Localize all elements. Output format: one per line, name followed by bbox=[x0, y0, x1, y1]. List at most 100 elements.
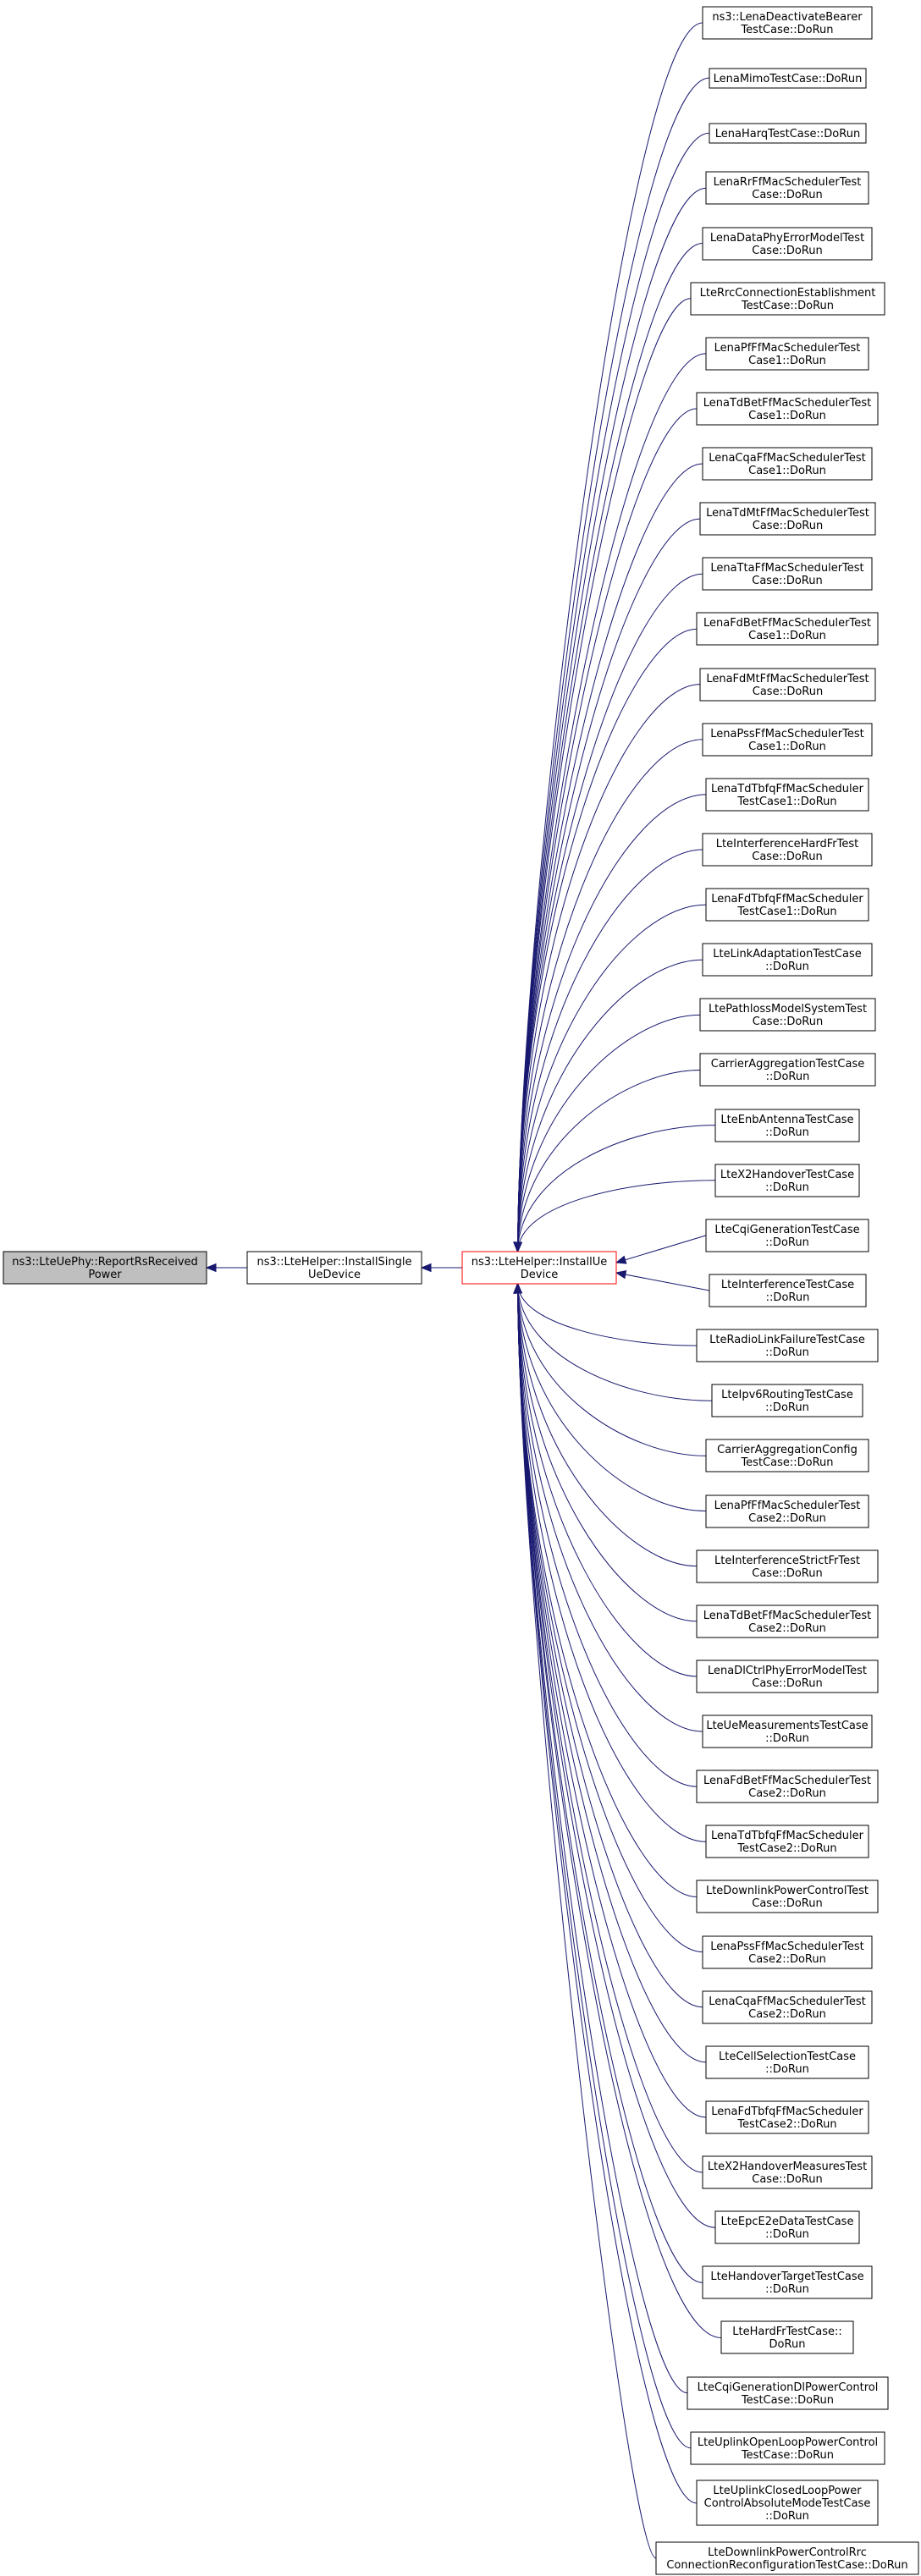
caller-node-label: ::DoRun bbox=[765, 2228, 809, 2241]
caller-node-label: Case::DoRun bbox=[752, 245, 822, 257]
root-node-label: Power bbox=[88, 1269, 122, 1281]
caller-node-label: LenaCqaFfMacSchedulerTest bbox=[709, 452, 866, 465]
caller-node[interactable]: LteCellSelectionTestCase::DoRun bbox=[705, 2045, 869, 2079]
caller-node-label: ::DoRun bbox=[765, 1126, 809, 1139]
caller-node-label: Case1::DoRun bbox=[748, 630, 826, 642]
caller-node[interactable]: LteRrcConnectionEstablishmentTestCase::D… bbox=[690, 282, 885, 316]
caller-node[interactable]: LteLinkAdaptationTestCase::DoRun bbox=[702, 943, 873, 977]
caller-edge bbox=[517, 1283, 692, 2449]
caller-node-label: TestCase1::DoRun bbox=[736, 905, 836, 918]
caller-node[interactable]: LteEnbAntennaTestCase::DoRun bbox=[714, 1109, 860, 1142]
caller-node-label: LenaFdMtFfMacSchedulerTest bbox=[706, 673, 869, 685]
caller-node-label: LenaFdTbfqFfMacScheduler bbox=[711, 893, 863, 905]
caller-edge bbox=[517, 1283, 698, 1346]
caller-edge bbox=[517, 1283, 698, 1622]
caller-node-label: ::DoRun bbox=[765, 1346, 809, 1359]
caller-node[interactable]: LteEpcE2eDataTestCase::DoRun bbox=[714, 2210, 860, 2244]
caller-node-box bbox=[705, 778, 869, 812]
caller-node-label: LteLinkAdaptationTestCase bbox=[713, 948, 861, 960]
caller-node[interactable]: LteDownlinkPowerControlRrcConnectionReco… bbox=[655, 2541, 919, 2575]
caller-node[interactable]: LteInterferenceTestCase::DoRun bbox=[709, 1274, 867, 1307]
arrowhead-middle bbox=[420, 1263, 432, 1273]
caller-node-label: LteUplinkClosedLoopPower bbox=[713, 2485, 862, 2497]
caller-node-box bbox=[696, 2480, 879, 2526]
caller-edge bbox=[517, 1014, 701, 1252]
caller-node-label: LteRrcConnectionEstablishment bbox=[700, 287, 876, 300]
caller-node-label: DoRun bbox=[769, 2338, 806, 2351]
caller-node-label: LenaCqaFfMacSchedulerTest bbox=[709, 1995, 866, 2008]
caller-node[interactable]: LteUplinkOpenLoopPowerControlTestCase::D… bbox=[690, 2431, 885, 2465]
caller-node-label: TestCase::DoRun bbox=[740, 1456, 833, 1469]
caller-edge bbox=[517, 573, 703, 1252]
caller-edge bbox=[517, 1283, 707, 2118]
caller-node-box bbox=[705, 1439, 869, 1472]
caller-node[interactable]: CarrierAggregationTestCase::DoRun bbox=[699, 1053, 876, 1087]
caller-node[interactable]: LteHandoverTargetTestCase::DoRun bbox=[702, 2265, 873, 2299]
caller-node[interactable]: LteRadioLinkFailureTestCase::DoRun bbox=[696, 1329, 879, 1362]
caller-node[interactable]: LenaMimoTestCase::DoRun bbox=[709, 68, 867, 89]
caller-edge bbox=[517, 1283, 688, 2394]
caller-node-box bbox=[696, 392, 879, 426]
caller-node[interactable]: LteIpv6RoutingTestCase::DoRun bbox=[711, 1384, 863, 1417]
caller-node[interactable]: LteCqiGenerationDlPowerControlTestCase::… bbox=[687, 2376, 889, 2410]
caller-arrowhead bbox=[513, 1282, 522, 1294]
caller-node[interactable]: LteCqiGenerationTestCase::DoRun bbox=[705, 1219, 869, 1252]
caller-node[interactable]: LenaHarqTestCase::DoRun bbox=[709, 123, 867, 144]
caller-node[interactable]: LteX2HandoverTestCase::DoRun bbox=[714, 1164, 860, 1197]
caller-node-label: LteUeMeasurementsTestCase bbox=[706, 1720, 868, 1732]
caller-node-box bbox=[711, 1384, 863, 1417]
root-node-box bbox=[3, 1251, 207, 1285]
caller-node[interactable]: LteUeMeasurementsTestCase::DoRun bbox=[702, 1715, 873, 1748]
caller-edge bbox=[517, 1125, 716, 1252]
caller-node-box bbox=[705, 2100, 869, 2134]
caller-node[interactable]: LteUplinkClosedLoopPowerControlAbsoluteM… bbox=[696, 2480, 879, 2526]
caller-node-label: Case1::DoRun bbox=[748, 410, 826, 422]
caller-edge bbox=[517, 243, 703, 1252]
caller-node-label: TestCase1::DoRun bbox=[736, 795, 836, 808]
caller-node-label: ::DoRun bbox=[765, 1732, 809, 1745]
caller-node-box bbox=[702, 2265, 873, 2299]
caller-node-box bbox=[709, 123, 867, 144]
caller-edge bbox=[517, 1283, 698, 1567]
caller-node-label: LteX2HandoverTestCase bbox=[720, 1169, 854, 1181]
caller-node-label: CarrierAggregationTestCase bbox=[711, 1058, 864, 1071]
caller-node-label: LteEnbAntennaTestCase bbox=[720, 1114, 853, 1126]
caller-node-label: LteCellSelectionTestCase bbox=[719, 2050, 856, 2063]
caller-node-label: LenaRrFfMacSchedulerTest bbox=[714, 176, 862, 189]
caller-arrowhead bbox=[615, 1255, 627, 1264]
caller-node-label: ::DoRun bbox=[765, 2510, 809, 2523]
caller-node-label: LteIpv6RoutingTestCase bbox=[721, 1389, 853, 1401]
caller-node[interactable]: LteHardFrTestCase::DoRun bbox=[720, 2320, 854, 2354]
caller-edge bbox=[517, 77, 710, 1252]
